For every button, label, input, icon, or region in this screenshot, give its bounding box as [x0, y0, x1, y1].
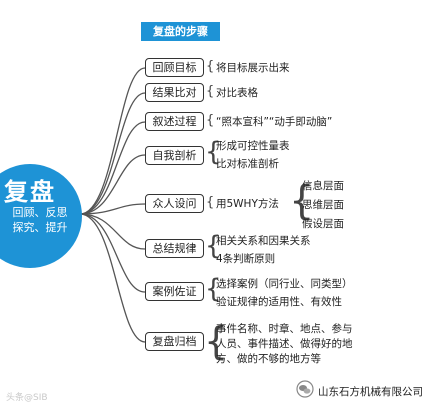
brace-2: {	[206, 84, 215, 99]
watermark: 头条@SIB	[6, 393, 48, 403]
step-5-sub-2: 思维层面	[302, 199, 344, 211]
steps-banner: 复盘的步骤	[141, 22, 220, 41]
connector-1	[79, 67, 146, 215]
step-8-detail-1: 事件名称、时章、地点、参与	[216, 323, 353, 335]
step-box-8: 复盘归档	[145, 332, 204, 351]
brace-5-sub: {	[289, 178, 315, 224]
brace-4: {	[205, 137, 222, 167]
step-box-1: 回顾目标	[145, 58, 204, 77]
connector-4	[79, 154, 146, 215]
hub-subtitle-2: 探究、提升	[12, 221, 68, 234]
step-6-detail-1: 相关关系和因果关系	[216, 235, 311, 247]
step-5-sub-1: 信息层面	[302, 180, 344, 192]
brace-1: {	[206, 59, 215, 74]
step-7-detail-1: 选择案例（同行业、同类型）	[216, 278, 353, 290]
step-3-detail-1: “照本宣科”“动手即动脑”	[216, 116, 333, 128]
step-box-6: 总结规律	[145, 239, 204, 258]
hub-subtitle-1: 回顾、反思	[12, 206, 68, 219]
step-7-detail-2: 验证规律的适用性、有效性	[216, 296, 342, 308]
connector-6	[79, 213, 146, 250]
brace-6: {	[205, 231, 222, 261]
step-1-detail-1: 将目标展示出来	[216, 62, 290, 74]
connector-2	[79, 92, 146, 215]
step-8-detail-3: 方、做的不够的地方等	[216, 353, 321, 365]
step-6-detail-2: 4条判断原则	[216, 253, 276, 265]
step-5-sub-3: 假设层面	[302, 218, 344, 230]
connector-3	[79, 121, 146, 215]
connector-8	[79, 213, 146, 343]
brace-3: {	[206, 113, 215, 128]
connector-7	[79, 213, 146, 293]
step-box-3: 叙述过程	[145, 112, 204, 131]
step-box-2: 结果比对	[145, 83, 204, 102]
brace-7: {	[205, 274, 222, 304]
step-box-5: 众人设问	[145, 194, 204, 213]
step-4-detail-1: 形成可控性量表	[216, 140, 290, 152]
connector-5	[79, 203, 146, 215]
hub-circle: 复盘 回顾、反思 探究、提升	[0, 164, 82, 268]
step-2-detail-1: 对比表格	[216, 87, 258, 99]
step-5-detail-1: 用5WHY方法	[216, 198, 279, 210]
brace-8: {	[204, 319, 229, 363]
step-box-7: 案例佐证	[145, 282, 204, 301]
wechat-icon	[296, 380, 314, 398]
step-4-detail-2: 比对标准剖析	[216, 158, 279, 170]
company-name: 山东石方机械有限公司	[318, 386, 423, 398]
hub-title: 复盘	[4, 178, 56, 206]
step-box-4: 自我剖析	[145, 146, 204, 165]
brace-5: {	[206, 195, 215, 210]
step-8-detail-2: 人员、事件描述、做得好的地	[216, 338, 353, 350]
